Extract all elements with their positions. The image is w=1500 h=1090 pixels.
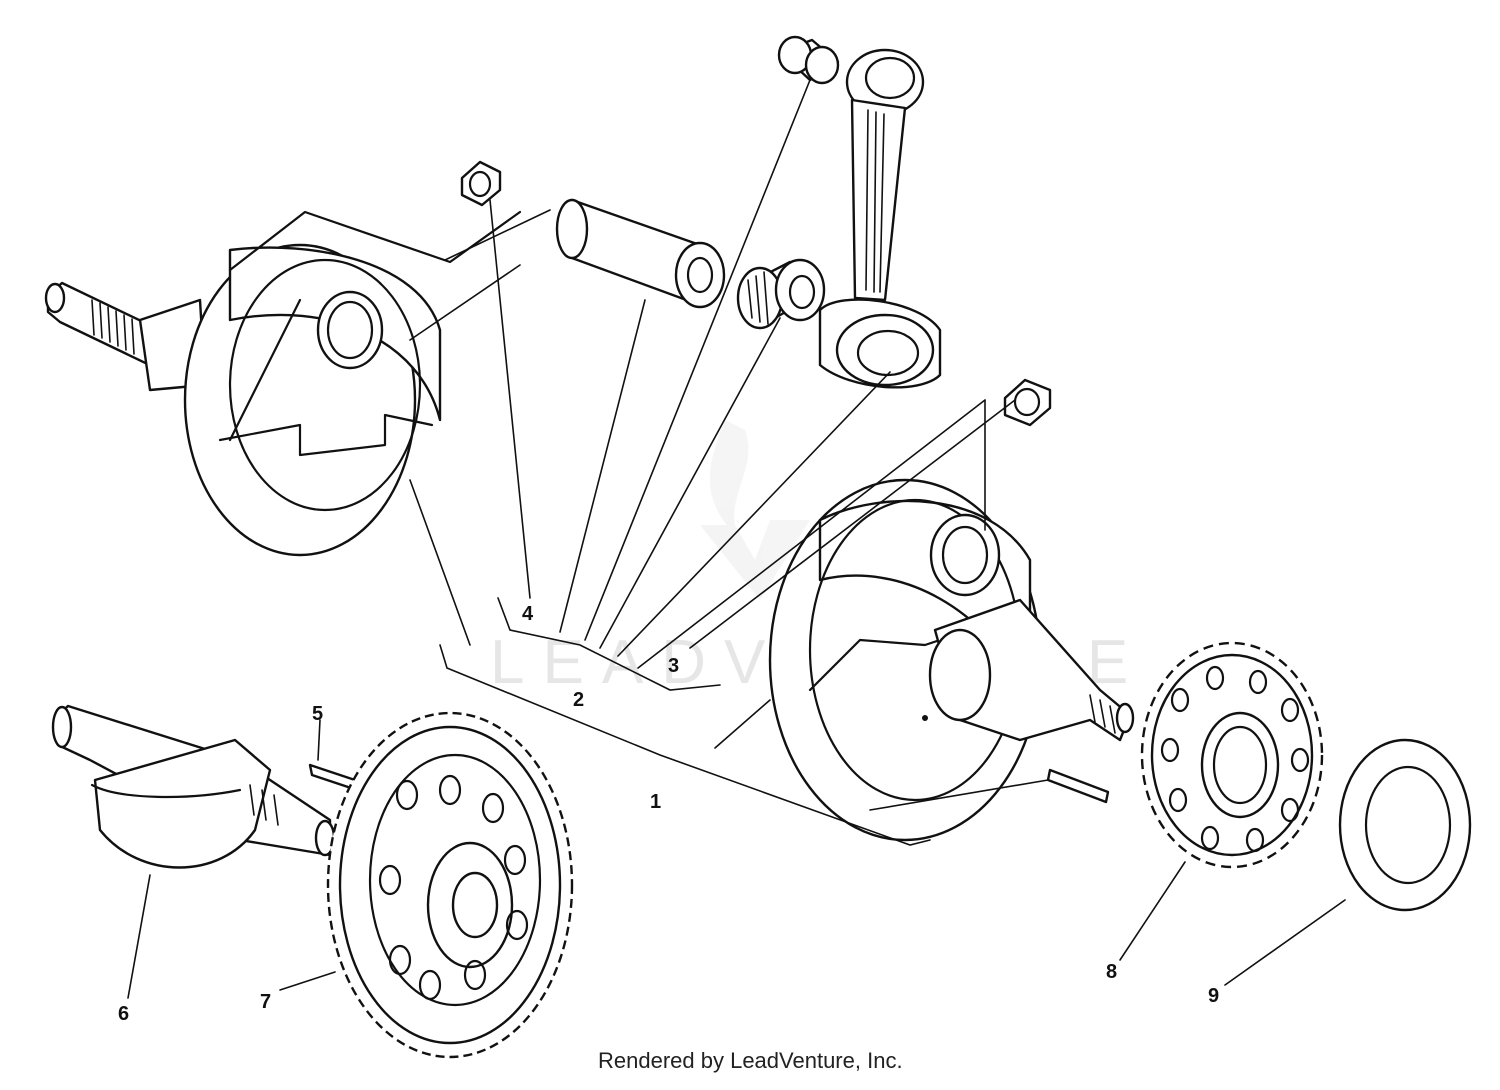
callout-2: 2 [573,689,584,711]
callout-4: 4 [522,603,534,625]
callout-9: 9 [1208,985,1219,1007]
connecting-rod [818,48,942,389]
crank-half-right [768,478,1135,842]
bushing-small-end [777,35,840,85]
watermark-logo [700,420,810,600]
drive-gear [1140,641,1324,869]
small-bearing-right [1003,378,1052,427]
footer-credit: Rendered by LeadVenture, Inc. [598,1048,903,1073]
callout-7: 7 [260,991,271,1013]
callout-5: 5 [312,703,323,725]
callout-1: 1 [650,791,661,813]
balancer-gear [326,711,574,1059]
callout-6: 6 [118,1003,129,1025]
small-bearing-left [460,160,502,207]
callout-3: 3 [668,655,679,677]
dowel-pin-right [1046,768,1110,804]
balancer-shaft [51,704,336,869]
leader-lines [127,79,1346,999]
thrust-washer [1338,738,1472,912]
crank-half-left [44,210,522,557]
needle-bearing [736,258,826,330]
callout-8: 8 [1106,961,1117,983]
crank-pin [555,198,726,309]
